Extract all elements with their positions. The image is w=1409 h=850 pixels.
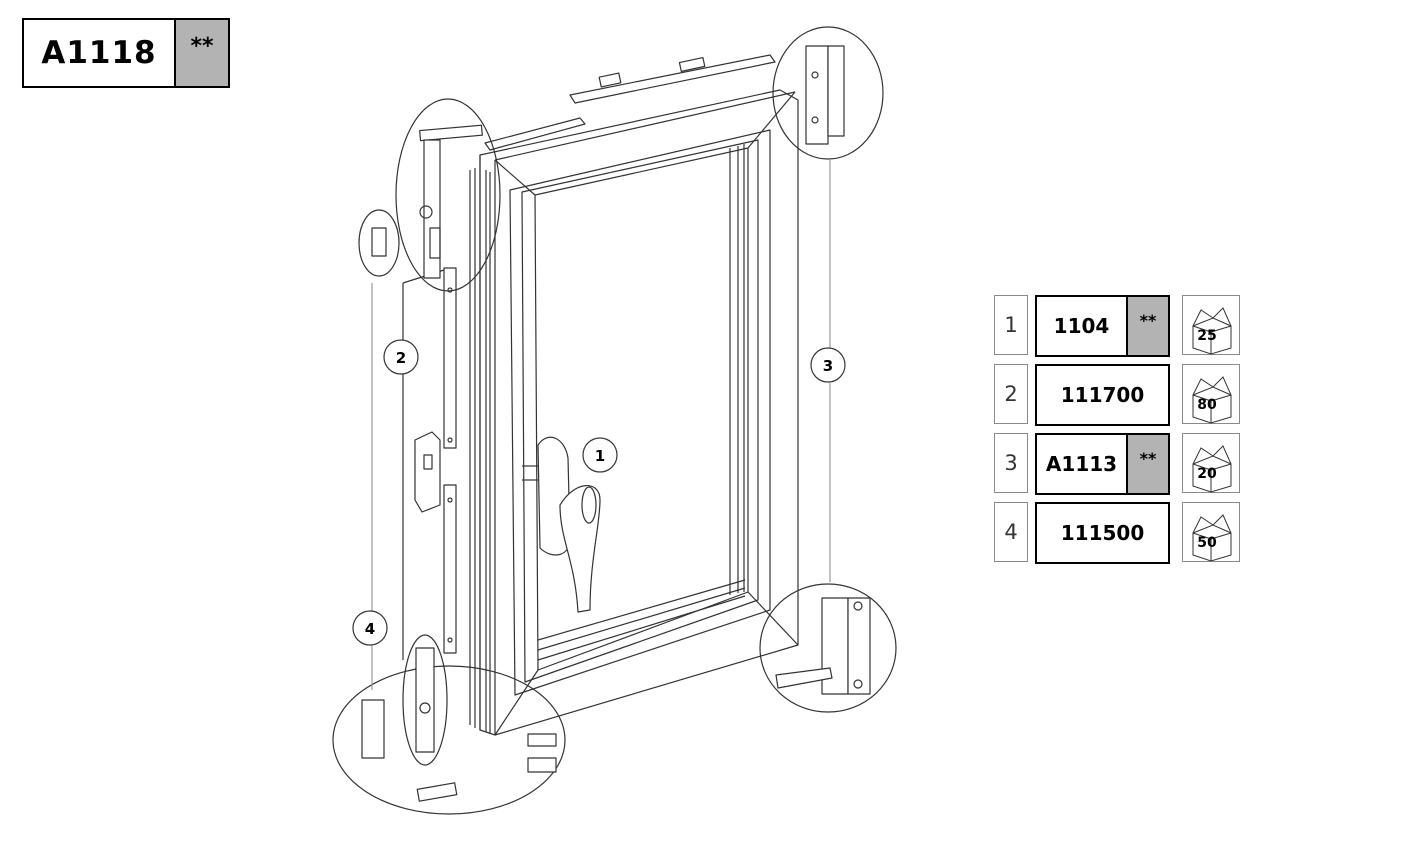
part-row: 4 111500 50 bbox=[994, 502, 1244, 564]
part-index: 3 bbox=[994, 433, 1028, 493]
product-code-mark: ** bbox=[176, 20, 228, 86]
window-handle bbox=[522, 436, 601, 613]
part-index: 2 bbox=[994, 364, 1028, 424]
window-exploded-diagram: 1 2 3 4 bbox=[332, 26, 897, 815]
box-icon bbox=[1192, 514, 1232, 562]
part-row: 3 A1113 ** 20 bbox=[994, 433, 1244, 495]
part-mark: ** bbox=[1126, 297, 1168, 355]
part-row: 2 111700 80 bbox=[994, 364, 1244, 426]
box-icon bbox=[1192, 307, 1232, 355]
part-code-box: 111500 bbox=[1035, 502, 1170, 564]
left-gear-strips bbox=[402, 267, 457, 660]
part-index: 1 bbox=[994, 295, 1028, 355]
part-code: 111500 bbox=[1060, 521, 1145, 545]
package-quantity: 80 bbox=[1197, 397, 1217, 413]
package-quantity: 20 bbox=[1197, 466, 1217, 482]
box-icon bbox=[1192, 445, 1232, 493]
callout-4-label: 4 bbox=[365, 620, 375, 638]
callout-1-circle bbox=[582, 437, 618, 473]
part-code-box: 1104 ** bbox=[1035, 295, 1170, 357]
part-code: 111700 bbox=[1060, 383, 1145, 407]
callout-4-circle bbox=[352, 610, 388, 646]
part-mark: ** bbox=[1126, 435, 1168, 493]
part-code-box: A1113 ** bbox=[1035, 433, 1170, 495]
callout-1-label: 1 bbox=[595, 447, 605, 465]
parts-list: 1 1104 ** 25 2 111700 80 3 bbox=[994, 295, 1244, 571]
package-quantity: 50 bbox=[1197, 535, 1217, 551]
package-box: 25 bbox=[1182, 295, 1240, 355]
detail-bottom-hinge bbox=[759, 583, 897, 713]
product-code-box: A1118 ** bbox=[22, 18, 230, 88]
detail-bottom-keepers bbox=[332, 634, 566, 815]
part-code: 1104 bbox=[1053, 314, 1110, 338]
callout-3-circle bbox=[810, 347, 846, 383]
part-code: A1113 bbox=[1045, 452, 1118, 476]
detail-top-hinge bbox=[772, 26, 884, 160]
package-box: 20 bbox=[1182, 433, 1240, 493]
package-quantity: 25 bbox=[1197, 328, 1217, 344]
package-box: 80 bbox=[1182, 364, 1240, 424]
box-icon bbox=[1192, 376, 1232, 424]
part-row: 1 1104 ** 25 bbox=[994, 295, 1244, 357]
leader-lines bbox=[371, 160, 831, 690]
product-code: A1118 bbox=[24, 20, 176, 86]
detail-small-keeper bbox=[358, 209, 400, 277]
part-code-box: 111700 bbox=[1035, 364, 1170, 426]
top-gear-rod bbox=[484, 54, 776, 151]
window-sash bbox=[469, 89, 799, 736]
callout-2-circle bbox=[383, 339, 419, 375]
detail-top-left-lock bbox=[395, 98, 501, 292]
callout-3-label: 3 bbox=[823, 357, 833, 375]
callout-2-label: 2 bbox=[396, 349, 406, 367]
package-box: 50 bbox=[1182, 502, 1240, 562]
part-index: 4 bbox=[994, 502, 1028, 562]
